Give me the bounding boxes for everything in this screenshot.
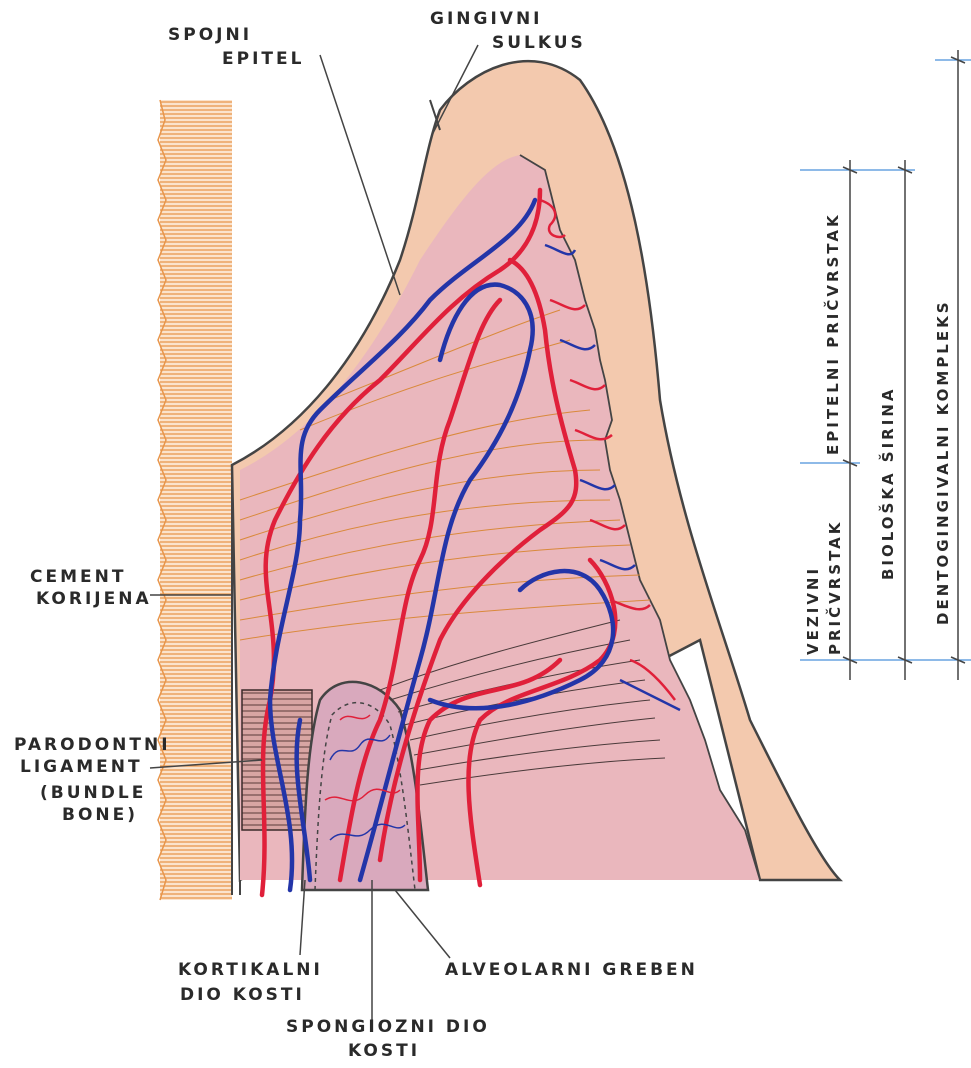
label-cement-korijena: CEMENT KORIJENA bbox=[30, 567, 152, 609]
svg-text:GINGIVNI: GINGIVNI bbox=[430, 9, 543, 29]
svg-text:BONE): BONE) bbox=[62, 805, 138, 825]
svg-text:SPOJNI: SPOJNI bbox=[168, 25, 252, 45]
svg-text:LIGAMENT: LIGAMENT bbox=[20, 757, 143, 777]
label-parodontni-ligament: PARODONTNI LIGAMENT (BUNDLE BONE) bbox=[14, 735, 171, 825]
svg-text:KORTIKALNI: KORTIKALNI bbox=[178, 960, 323, 980]
label-dentogingivalni-kompleks: DENTOGINGIVALNI KOMPLEKS bbox=[934, 299, 952, 625]
svg-text:PRIČVRSTAK: PRIČVRSTAK bbox=[825, 520, 844, 655]
label-spongiozni-dio-kosti: SPONGIOZNI DIO KOSTI bbox=[286, 1017, 490, 1061]
svg-text:SULKUS: SULKUS bbox=[492, 33, 586, 53]
cementum-root bbox=[158, 100, 240, 900]
svg-text:DIO KOSTI: DIO KOSTI bbox=[180, 985, 305, 1005]
svg-text:PARODONTNI: PARODONTNI bbox=[14, 735, 171, 755]
svg-text:SPONGIOZNI DIO: SPONGIOZNI DIO bbox=[286, 1017, 490, 1037]
svg-text:VEZIVNI: VEZIVNI bbox=[804, 566, 822, 655]
label-kortikalni-dio-kosti: KORTIKALNI DIO KOSTI bbox=[178, 960, 323, 1005]
label-gingivni-sulkus: GINGIVNI SULKUS bbox=[430, 9, 586, 53]
label-vezivni-pricvrstak: VEZIVNI PRIČVRSTAK bbox=[804, 520, 844, 655]
svg-text:KOSTI: KOSTI bbox=[348, 1041, 420, 1061]
label-bioloska-sirina: BIOLOŠKA ŠIRINA bbox=[878, 387, 897, 580]
svg-text:KORIJENA: KORIJENA bbox=[36, 589, 152, 609]
svg-text:CEMENT: CEMENT bbox=[30, 567, 126, 587]
svg-text:(BUNDLE: (BUNDLE bbox=[40, 783, 146, 803]
label-spojni-epitel: SPOJNI EPITEL bbox=[168, 25, 304, 69]
svg-text:EPITEL: EPITEL bbox=[222, 49, 304, 69]
label-alveolarni-greben: ALVEOLARNI GREBEN bbox=[445, 960, 698, 980]
label-epitelni-pricvrstak: EPITELNI PRIČVRSTAK bbox=[823, 212, 842, 455]
